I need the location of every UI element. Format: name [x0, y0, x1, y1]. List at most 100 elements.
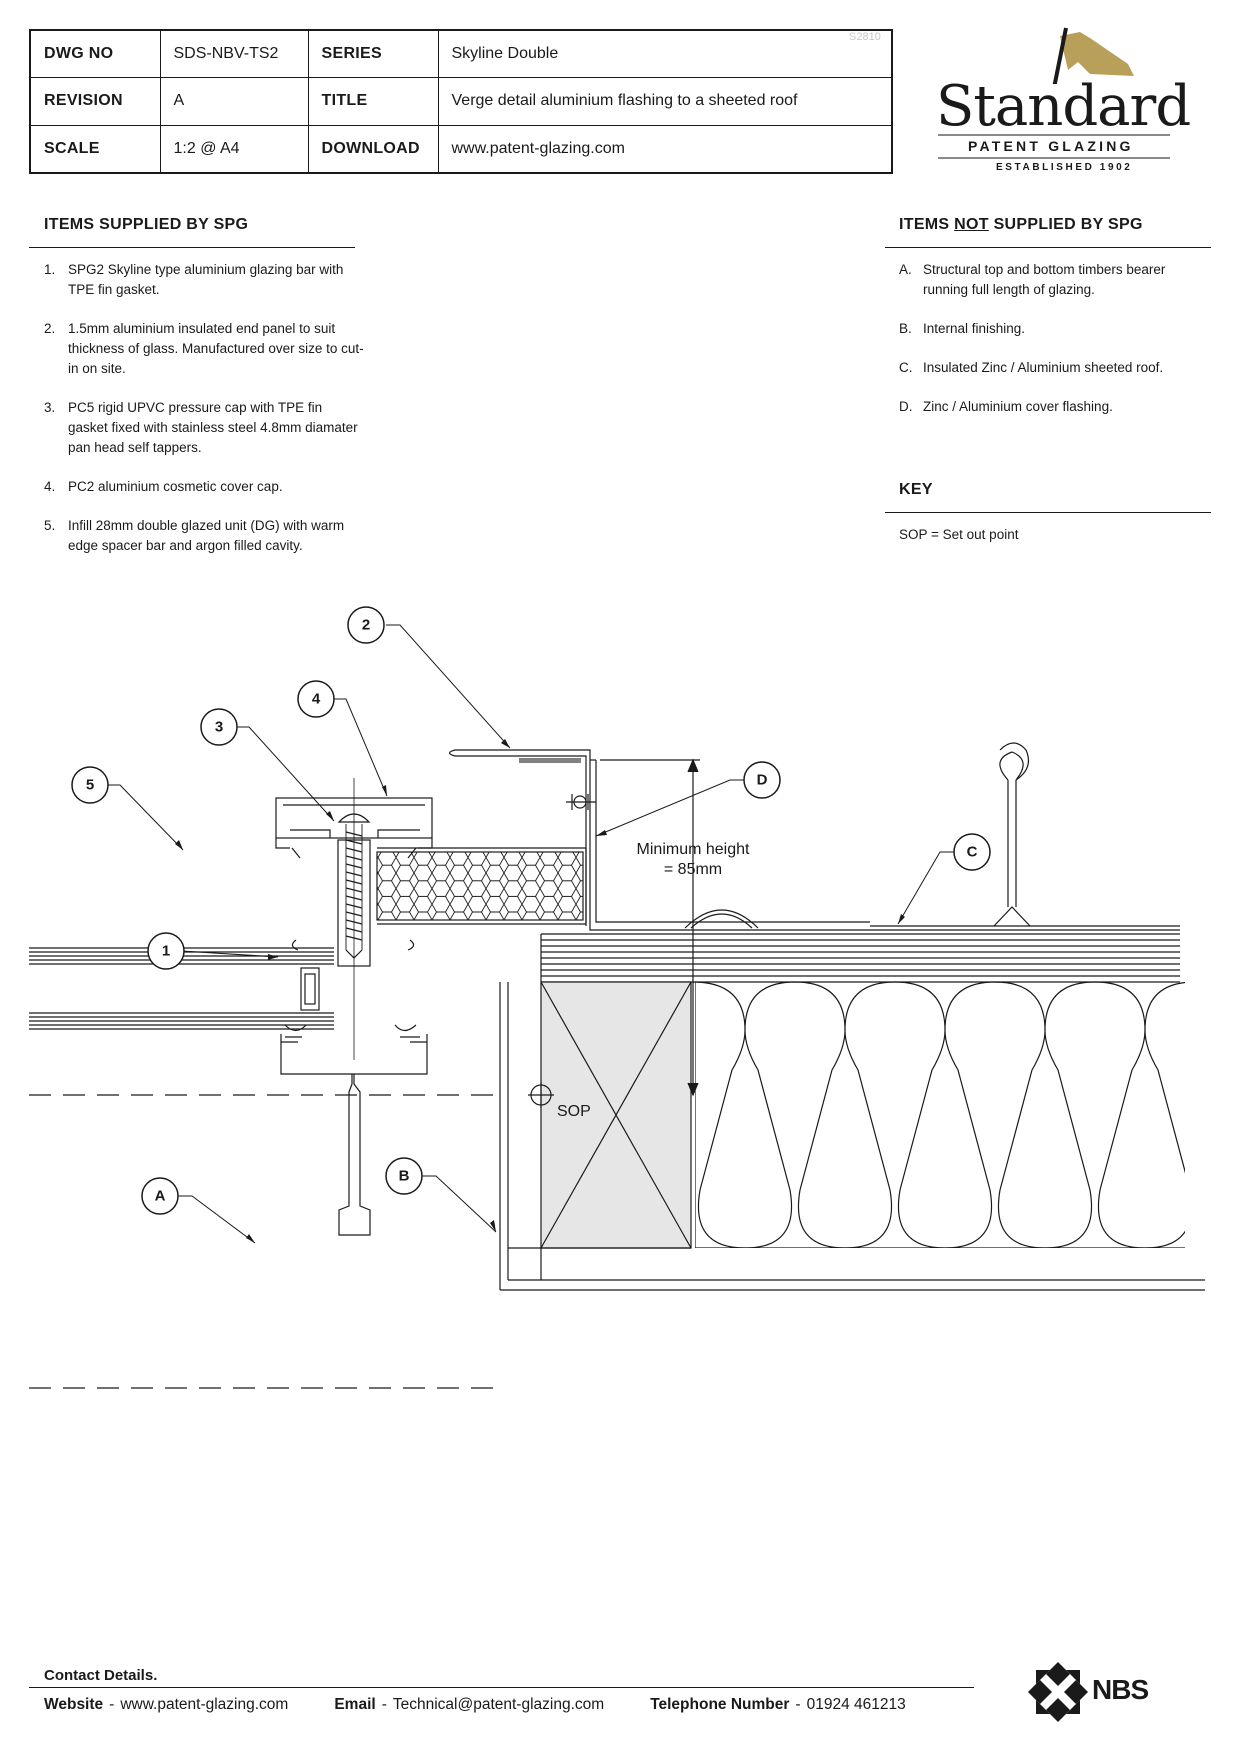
logo-wordmark: Standard	[936, 74, 1191, 139]
callout-circle	[347, 606, 385, 644]
callout-leaders	[106, 624, 954, 1244]
not-supplied-list: A. Structural top and bottom timbers bear…	[899, 260, 1209, 436]
leader-arrowheads	[175, 739, 905, 1243]
item-marker: B.	[899, 321, 912, 336]
list-item: C. Insulated Zinc / Aluminium sheeted roo…	[899, 358, 1209, 378]
item-marker: 2.	[44, 321, 56, 336]
callout-circle	[147, 932, 185, 970]
list-item: A. Structural top and bottom timbers bear…	[899, 260, 1209, 300]
callout-circle	[71, 766, 109, 804]
double-glazed-unit	[29, 947, 334, 1030]
title-block: DWG NO SDS-NBV-TS2 SERIES Skyline Double…	[29, 29, 893, 174]
standard-logo: Standard PATENT GLAZING ESTABLISHED 1902	[930, 24, 1191, 174]
callout-circle	[743, 761, 781, 799]
website-group: Website - www.patent-glazing.com	[44, 1696, 288, 1714]
callout-label-1: 1	[162, 943, 170, 960]
revision-label: REVISION	[29, 77, 161, 126]
item-text: PC5 rigid UPVC pressure cap with TPE fin…	[68, 400, 358, 455]
phone-label: Telephone Number	[650, 1696, 790, 1713]
title-label: TITLE	[307, 77, 439, 126]
item-text: 1.5mm aluminium insulated end panel to s…	[68, 321, 364, 376]
key-text: SOP = Set out point	[899, 527, 1019, 542]
footer-rule	[29, 1687, 974, 1688]
download-link[interactable]: www.patent-glazing.com	[437, 124, 893, 174]
item-text: Internal finishing.	[923, 321, 1026, 336]
key-list: SOP = Set out point	[899, 525, 1199, 564]
list-item: 3. PC5 rigid UPVC pressure cap with TPE f…	[44, 398, 364, 458]
callout-label-a: A	[155, 1188, 166, 1205]
supplied-list: 1.SPG2 Skyline type aluminium glazing ba…	[44, 260, 364, 575]
item-marker: 4.	[44, 479, 56, 494]
flag-shape	[1060, 32, 1134, 76]
website-link[interactable]: www.patent-glazing.com	[120, 1696, 289, 1713]
email-link[interactable]: Technical@patent-glazing.com	[392, 1696, 605, 1713]
item-text: Structural top and bottom timbers bearer…	[923, 262, 1166, 297]
item-marker: A.	[899, 262, 912, 277]
dimension-value: = 85mm	[664, 861, 722, 878]
glazing-bar	[280, 1024, 428, 1236]
scale-value: 1:2 @ A4	[159, 124, 309, 174]
separator: -	[795, 1696, 801, 1713]
callout-label-2: 2	[362, 617, 370, 634]
list-item: SOP = Set out point	[899, 525, 1199, 545]
not-supplied-heading: ITEMS NOT SUPPLIED BY SPG	[899, 216, 1143, 234]
dwg-no-value: SDS-NBV-TS2	[159, 29, 309, 79]
screw	[337, 778, 371, 1060]
structural-timber	[499, 981, 1205, 1291]
insulated-end-panel	[376, 847, 587, 925]
phone-group: Telephone Number - 01924 461213	[650, 1696, 906, 1714]
nbs-logo: NBS	[1026, 1660, 1166, 1730]
callout-label-4: 4	[312, 691, 321, 708]
title-row-revision: REVISION A TITLE Verge detail aluminium …	[29, 77, 893, 126]
callout-circle	[385, 1157, 423, 1195]
contact-line: Website - www.patent-glazing.com Email -…	[44, 1696, 906, 1714]
sheet-ref: S2810	[849, 31, 881, 43]
item-marker: 3.	[44, 400, 56, 415]
heading-emphasis: NOT	[954, 216, 989, 233]
not-supplied-rule	[885, 247, 1211, 248]
roof-insulation	[695, 981, 1185, 1248]
phone-value: 01924 461213	[806, 1696, 906, 1713]
logo-rule	[938, 157, 1170, 159]
scale-label: SCALE	[29, 124, 161, 174]
series-value: Skyline Double	[437, 29, 893, 79]
sop-label: SOP	[557, 1103, 591, 1120]
logo-rule	[938, 134, 1170, 136]
item-marker: C.	[899, 360, 913, 375]
heading-part: SUPPLIED BY SPG	[988, 216, 1143, 233]
flag-icon	[1052, 27, 1134, 84]
series-label: SERIES	[307, 29, 439, 79]
key-heading: KEY	[899, 481, 933, 498]
list-item: 1.SPG2 Skyline type aluminium glazing ba…	[44, 260, 364, 300]
title-row-dwg: DWG NO SDS-NBV-TS2 SERIES Skyline Double	[29, 29, 893, 79]
item-marker: 5.	[44, 518, 56, 533]
dwg-no-label: DWG NO	[29, 29, 161, 79]
email-label: Email	[334, 1696, 376, 1713]
verge-detail-drawing: 2 4 3 5 1 D C A B Minimum height = 85mm …	[29, 606, 1205, 1389]
callout-label-b: B	[399, 1168, 410, 1185]
separator: -	[109, 1696, 115, 1713]
website-label: Website	[44, 1696, 104, 1713]
dimension-line	[600, 758, 700, 1097]
list-item: B. Internal finishing.	[899, 319, 1209, 339]
verge-flashing	[448, 749, 870, 931]
callout-circle	[141, 1177, 179, 1215]
separator: -	[381, 1696, 387, 1713]
list-item: 4.PC2 aluminium cosmetic cover cap.	[44, 477, 364, 497]
flag-pole	[1052, 27, 1068, 84]
item-marker: 1.	[44, 262, 56, 277]
supplied-heading: ITEMS SUPPLIED BY SPG	[44, 216, 249, 233]
sop-marker	[528, 1082, 554, 1108]
callout-circle	[297, 680, 335, 718]
callout-circle	[200, 708, 238, 746]
item-text: Insulated Zinc / Aluminium sheeted roof.	[923, 360, 1164, 375]
callout-label-5: 5	[86, 777, 94, 794]
callout-label-d: D	[757, 772, 768, 789]
callout-circle	[953, 833, 991, 871]
contact-heading: Contact Details.	[44, 1667, 158, 1684]
title-row-scale: SCALE 1:2 @ A4 DOWNLOAD www.patent-glazi…	[29, 124, 893, 174]
supplied-rule	[29, 247, 355, 248]
list-item: 2. 1.5mm aluminium insulated end panel to…	[44, 319, 364, 379]
item-text: Infill 28mm double glazed unit (DG) with…	[68, 518, 345, 553]
item-marker: D.	[899, 399, 913, 414]
